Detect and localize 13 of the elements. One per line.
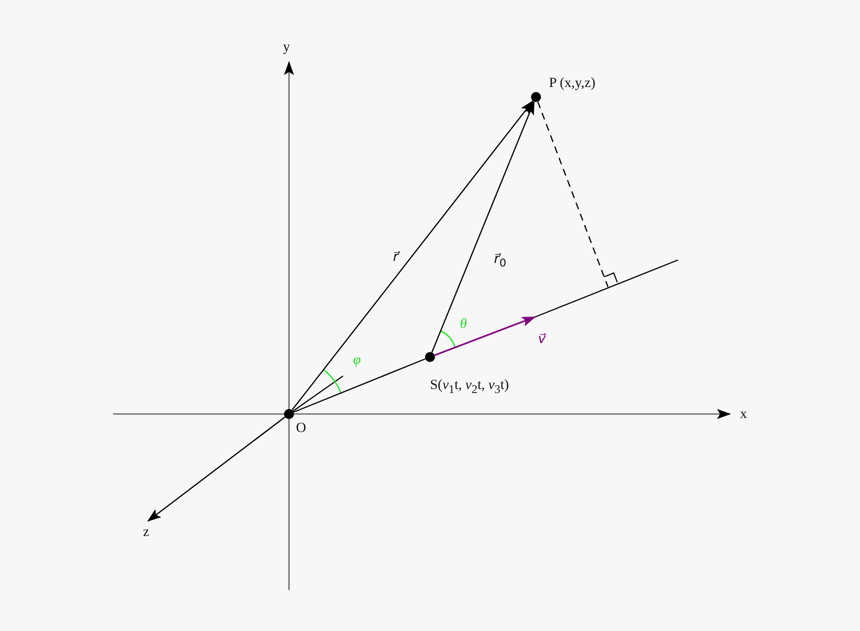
line (293, 358, 426, 413)
arrow (292, 100, 534, 410)
angle-label: θ (460, 317, 467, 333)
axis-label: x (740, 407, 747, 423)
line (537, 101, 609, 288)
axis-label: z (143, 525, 150, 541)
arrow (431, 100, 535, 353)
point-label: S(v$_{1}$t, v$_{2}$t, v$_{3}$t) (430, 378, 509, 398)
axis-label: y (283, 40, 290, 56)
point-label: P (x,y,z) (549, 76, 596, 92)
arrow (434, 316, 536, 356)
angle-label: φ (353, 353, 361, 369)
point-label: O (296, 421, 306, 437)
